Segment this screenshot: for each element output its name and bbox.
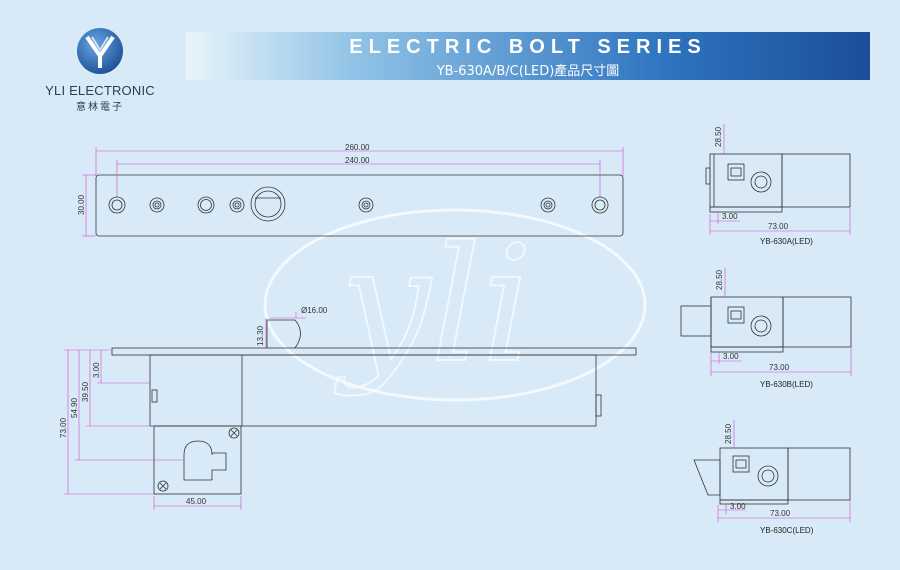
dim-height-54: 54.90 [70,397,79,418]
variant-c-top-dim: 28.50 [724,423,733,444]
dim-plate-height: 30.00 [77,194,86,215]
variant-b-top-dim: 28.50 [715,269,724,290]
dim-hole-spacing: 240.00 [345,156,370,165]
dim-overall-length: 260.00 [345,143,370,152]
dim-height-39: 39.50 [81,381,90,402]
variant-c-small-dim: 3.00 [730,502,746,511]
page-title: ELECTRIC BOLT SERIES [349,36,707,58]
side-tab [595,394,602,417]
variant-a-small-dim: 3.00 [722,212,738,221]
side-faceplate [111,347,637,356]
yli-logo-icon [77,28,123,74]
brand-name-cn: 意林電子 [76,102,124,113]
top-view-dimensions [82,147,624,237]
mounting-hole [591,196,609,214]
dim-bolt-extension: 13.30 [256,325,265,346]
mounting-hole [197,196,215,214]
side-view [111,319,637,495]
variant-c-dimensions [717,420,851,522]
screw-hole [229,197,245,213]
company-logo: YLI ELECTRONIC 意林電子 [30,26,170,113]
watermark-text: yli [334,211,533,398]
variant-b-small-dim: 3.00 [723,352,739,361]
screw-hole [540,197,556,213]
dim-bracket-width: 45.00 [186,497,207,506]
variant-b-length: 73.00 [769,363,790,372]
variant-c-length: 73.00 [770,509,791,518]
screw-hole [358,197,374,213]
bolt-opening [250,186,286,222]
variant-a-top-dim: 28.50 [714,126,723,147]
variant-a-dimensions [709,124,851,235]
variant-a-caption: YB-630A(LED) [760,237,813,246]
variant-a-length: 73.00 [768,222,789,231]
mounting-hole [108,196,126,214]
variant-b-dimensions [710,268,852,376]
title-banner: ELECTRIC BOLT SERIES YB-630A/B/C(LED)產品尺… [186,32,870,80]
side-body [149,354,597,427]
side-tab [151,389,158,403]
faceplate-outline [95,174,624,237]
top-view [95,174,624,237]
brand-name: YLI ELECTRONIC [45,83,155,98]
variant-c-caption: YB-630C(LED) [760,526,814,535]
side-view-dimensions [64,312,306,510]
variant-b-drawing [680,296,852,353]
dim-flange: 3.00 [92,362,101,378]
dim-bolt-diameter: Ø16.00 [301,306,328,315]
screw-hole [149,197,165,213]
keyhole-slot [183,440,227,481]
page-subtitle: YB-630A/B/C(LED)產品尺寸圖 [436,64,620,79]
bolt-head [266,319,301,349]
bracket-screw [228,427,240,439]
variant-a-drawing [705,153,851,213]
watermark-ellipse [263,208,647,402]
dim-total-height: 73.00 [59,417,68,438]
variant-c-drawing [693,447,851,505]
bracket-screw [157,480,169,492]
variant-b-caption: YB-630B(LED) [760,380,813,389]
